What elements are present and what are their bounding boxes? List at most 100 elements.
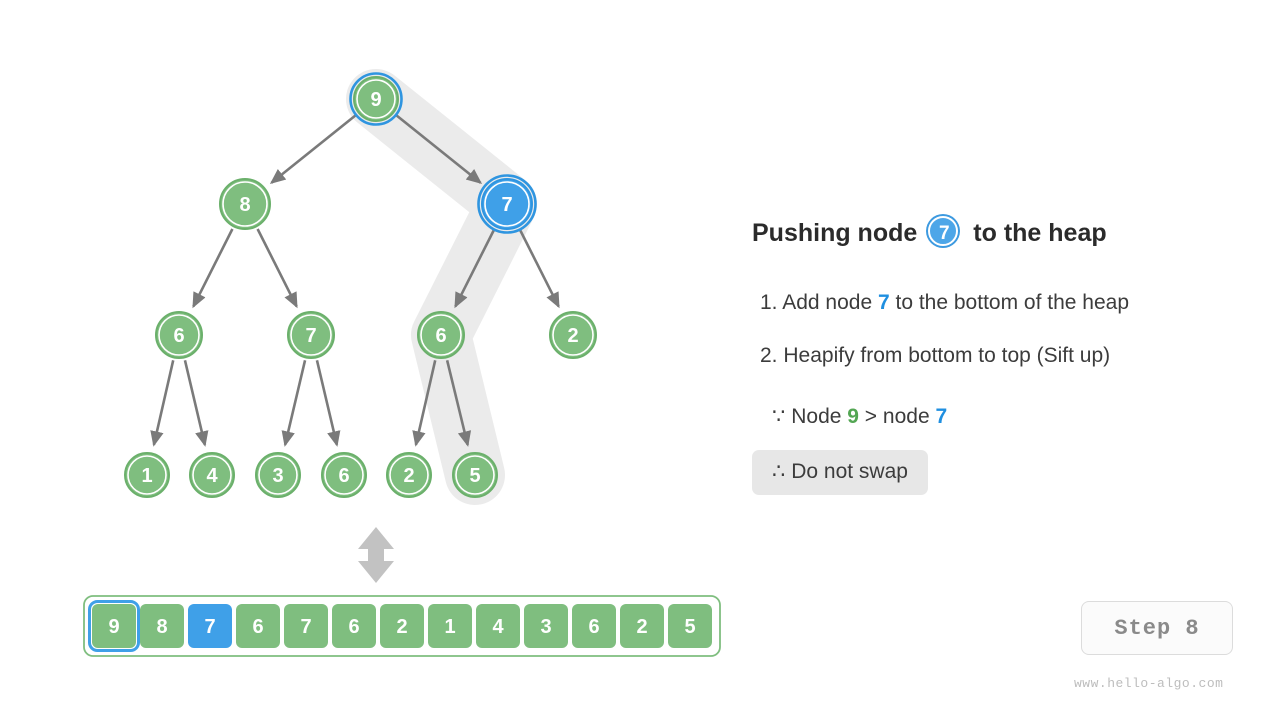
node-circle — [481, 178, 533, 230]
tree-edge — [256, 228, 298, 309]
tree-edge — [394, 113, 483, 185]
step-1-pre: Add node — [782, 291, 873, 314]
node-inner-ring — [158, 314, 200, 356]
tree-node[interactable]: 2 — [386, 452, 432, 498]
instruction-step-2: 2. Heapify from bottom to top (Sift up) — [760, 344, 1110, 368]
tree-node[interactable]: 2 — [549, 311, 597, 359]
array-cell[interactable]: 6 — [572, 604, 616, 648]
reason-pre: Node — [791, 405, 842, 428]
array-cell-box — [524, 604, 568, 648]
node-circle — [255, 452, 301, 498]
step-1-post: to the bottom of the heap — [895, 291, 1130, 314]
array-cell-box — [428, 604, 472, 648]
tree-edge — [150, 360, 175, 447]
array-cell[interactable]: 2 — [380, 604, 424, 648]
tree-edge — [315, 360, 341, 447]
node-inner-ring — [484, 181, 530, 227]
tree-node[interactable]: 6 — [155, 311, 203, 359]
array-cell[interactable]: 7 — [188, 604, 232, 648]
tree-edge — [183, 360, 209, 447]
array-cell[interactable]: 8 — [140, 604, 184, 648]
node-inner-ring — [552, 314, 594, 356]
sift-up-highlight-path — [346, 69, 537, 505]
node-circle — [549, 311, 597, 359]
step-1-value: 7 — [877, 291, 890, 314]
instruction-step-1: 1. Add node 7 to the bottom of the heap — [760, 291, 1129, 315]
tree-node[interactable]: 1 — [124, 452, 170, 498]
array-frame — [83, 595, 721, 657]
tree-node[interactable]: 6 — [417, 311, 465, 359]
badge-circle-shape — [928, 216, 959, 246]
array-cell-box — [92, 604, 136, 648]
tree-node[interactable]: 4 — [189, 452, 235, 498]
reason-left-value: 9 — [847, 405, 859, 428]
array-cell-box — [380, 604, 424, 648]
node-inner-ring — [127, 455, 167, 495]
array-cell-box — [332, 604, 376, 648]
node-circle — [353, 76, 399, 122]
tree-edges — [150, 113, 560, 447]
node-inner-ring — [356, 79, 396, 119]
step-counter-chip: Step 8 — [1081, 601, 1233, 655]
array-cell[interactable]: 9 — [88, 600, 140, 652]
site-watermark: www.hello-algo.com — [1074, 676, 1224, 691]
node-selection-ring — [349, 72, 403, 126]
array-cell[interactable]: 6 — [332, 604, 376, 648]
tree-edge — [454, 228, 496, 309]
step-2-num: 2. — [760, 344, 778, 367]
node-inner-ring — [389, 455, 429, 495]
tree-node[interactable]: 9 — [349, 72, 403, 126]
tree-node[interactable]: 7 — [477, 174, 537, 234]
node-circle — [417, 311, 465, 359]
tree-node[interactable]: 7 — [287, 311, 335, 359]
page-title: Pushing node 7 to the heap — [752, 214, 1107, 252]
step-counter-label: Step 8 — [1114, 615, 1200, 641]
node-circle — [452, 452, 498, 498]
comparison-reason: ∵ Node 9 > node 7 — [772, 404, 947, 429]
array-cell[interactable]: 3 — [524, 604, 568, 648]
array-cell-box — [140, 604, 184, 648]
title-suffix: to the heap — [973, 218, 1107, 247]
array-cell-selection-border — [88, 600, 140, 652]
conclusion-badge: ∴ Do not swap — [752, 450, 928, 495]
array-cell[interactable]: 1 — [428, 604, 472, 648]
array-cell[interactable]: 5 — [668, 604, 712, 648]
node-circle — [219, 178, 271, 230]
tree-node[interactable]: 3 — [255, 452, 301, 498]
array-cell[interactable]: 2 — [620, 604, 664, 648]
reason-operator: > — [864, 405, 878, 428]
tree-node[interactable]: 5 — [452, 452, 498, 498]
node-inner-ring — [324, 455, 364, 495]
step-2-pre: Heapify from bottom to top (Sift up) — [783, 344, 1111, 367]
array-cell-box — [236, 604, 280, 648]
array-cell-box — [188, 604, 232, 648]
array-cell[interactable]: 7 — [284, 604, 328, 648]
highlight-path-stroke — [346, 69, 537, 505]
node-inner-ring — [420, 314, 462, 356]
tree-edge — [412, 360, 437, 447]
conclusion-text: Do not swap — [791, 460, 908, 483]
tree-edge — [269, 113, 358, 185]
node-circle — [124, 452, 170, 498]
tree-node[interactable]: 8 — [219, 178, 271, 230]
therefore-symbol: ∴ — [772, 460, 786, 483]
tree-node[interactable]: 6 — [321, 452, 367, 498]
title-prefix: Pushing node — [752, 218, 918, 247]
tree-edge — [281, 360, 307, 447]
node-inner-ring — [192, 455, 232, 495]
node-selection-ring — [477, 174, 537, 234]
reason-mid: node — [882, 405, 930, 428]
array-cell-box — [284, 604, 328, 648]
node-circle — [321, 452, 367, 498]
badge-value: 7 — [938, 222, 950, 244]
reason-right-value: 7 — [935, 405, 948, 428]
tree-edge — [518, 228, 560, 309]
array-cell-box — [476, 604, 520, 648]
array-cell[interactable]: 4 — [476, 604, 520, 648]
node-circle — [189, 452, 235, 498]
array-cell[interactable]: 6 — [236, 604, 280, 648]
